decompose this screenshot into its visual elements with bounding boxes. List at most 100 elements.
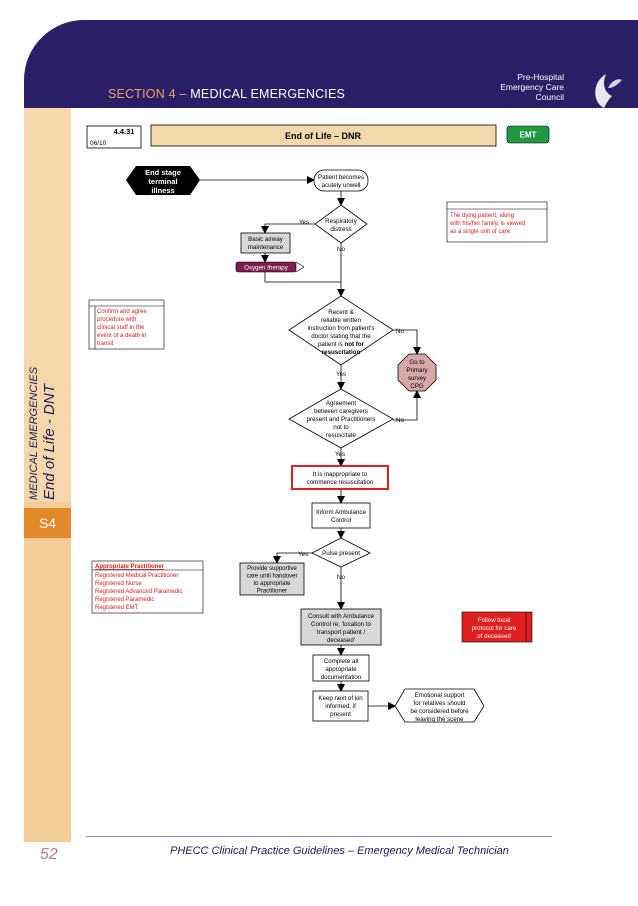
cpg-number-box: 4.4.31 06/10 xyxy=(86,125,142,149)
documentation-node: Complete all appropriate documentation xyxy=(312,654,370,682)
svg-text:Registered Nurse: Registered Nurse xyxy=(95,581,142,587)
svg-text:transport patient /: transport patient / xyxy=(317,629,365,636)
svg-text:deceased': deceased' xyxy=(327,637,355,644)
svg-text:informed, if: informed, if xyxy=(325,703,356,710)
svg-text:with his/her family, is viewed: with his/her family, is viewed xyxy=(449,221,525,227)
note-appropriate-practitioner: Appropriate Practitioner Registered Medi… xyxy=(91,560,204,614)
svg-text:Registered Medical Practitione: Registered Medical Practitioner xyxy=(95,573,178,579)
section-code-badge: S4 xyxy=(24,508,71,538)
inappropriate-resuscitation-node: It is inappropriate to commence resuscit… xyxy=(291,465,389,490)
svg-text:not to: not to xyxy=(333,424,349,431)
svg-text:Inform Ambulance: Inform Ambulance xyxy=(316,509,366,516)
svg-text:End stage: End stage xyxy=(145,168,181,177)
svg-text:Oxygen therapy: Oxygen therapy xyxy=(244,265,289,272)
svg-text:Follow local: Follow local xyxy=(478,617,510,624)
council-name: Pre-Hospital Emergency Care Council xyxy=(500,72,564,102)
svg-text:procedure with: procedure with xyxy=(97,317,136,323)
svg-text:Recent &: Recent & xyxy=(328,309,354,316)
basic-airway-node: Basic airway maintenance xyxy=(240,232,291,254)
svg-text:resuscitation: resuscitation xyxy=(322,349,361,356)
dnr-instruction-decision: Recent & reliable written instruction fr… xyxy=(288,295,394,366)
svg-text:Basic airway: Basic airway xyxy=(248,236,284,243)
page-header: SECTION 4 – MEDICAL EMERGENCIES Pre-Hosp… xyxy=(24,20,638,108)
footer-rule xyxy=(86,836,552,837)
svg-text:Registered EMT: Registered EMT xyxy=(95,605,139,611)
supportive-care-node: Provide supportive care until handover t… xyxy=(239,562,305,596)
svg-text:Provide supportive: Provide supportive xyxy=(247,566,297,572)
svg-text:transit: transit xyxy=(97,341,114,347)
svg-text:Emotional support: Emotional support xyxy=(415,692,465,699)
svg-text:Practitioner: Practitioner xyxy=(257,589,287,595)
svg-text:present and Practitioners: present and Practitioners xyxy=(307,416,376,423)
svg-text:Control: Control xyxy=(331,517,351,524)
svg-text:patient is not for: patient is not for xyxy=(318,341,365,348)
section-sidebar xyxy=(24,108,71,842)
svg-text:The dying patient, along: The dying patient, along xyxy=(450,213,514,219)
page-number: 52 xyxy=(40,846,58,863)
instruction-no-label: No xyxy=(396,328,404,335)
agreement-decision: Agreement between caregivers present and… xyxy=(288,388,394,449)
primary-survey-node: Go to Primary survey CPG xyxy=(397,353,437,392)
svg-text:resuscitate: resuscitate xyxy=(326,432,356,439)
title-bar xyxy=(150,124,497,147)
svg-text:doctor stating that the: doctor stating that the xyxy=(311,333,371,340)
svg-text:leaving the scene: leaving the scene xyxy=(415,716,464,723)
footer-text: PHECC Clinical Practice Guidelines – Eme… xyxy=(170,845,509,857)
next-of-kin-node: Keep next of kin informed, if present xyxy=(312,690,369,722)
svg-text:instruction from patient's: instruction from patient's xyxy=(308,325,375,332)
resp-yes-label: Yes xyxy=(299,219,309,226)
respiratory-distress-decision: Respiratory distress xyxy=(314,204,368,244)
svg-text:Appropriate Practitioner: Appropriate Practitioner xyxy=(95,564,165,570)
svg-text:terminal: terminal xyxy=(148,177,177,186)
svg-text:event of a death in: event of a death in xyxy=(97,333,146,339)
pulse-no-label: No xyxy=(337,574,345,581)
consult-control-node: Consult with Ambulance Control re; 'loca… xyxy=(300,608,382,646)
cpg-date: 06/10 xyxy=(90,140,107,147)
inform-control-node: Inform Ambulance Control xyxy=(311,502,371,529)
acutely-unwell-node: Patient becomes acutely unwell xyxy=(313,169,369,192)
svg-text:to appropriate: to appropriate xyxy=(253,581,291,587)
svg-text:Primary: Primary xyxy=(406,367,428,374)
emt-label: EMT xyxy=(520,131,537,140)
connectors xyxy=(200,176,421,710)
svg-text:present: present xyxy=(330,711,351,718)
svg-text:appropriate: appropriate xyxy=(325,666,357,673)
oxygen-therapy-node: Oxygen therapy xyxy=(235,261,305,273)
svg-text:maintenance: maintenance xyxy=(248,244,284,251)
pulse-present-decision: Pulse present xyxy=(311,537,371,568)
instruction-yes-label: Yes xyxy=(336,371,346,378)
emt-badge xyxy=(506,125,550,144)
svg-text:Registered Advanced Paramedic: Registered Advanced Paramedic xyxy=(95,589,182,595)
svg-text:protocol for care: protocol for care xyxy=(472,625,517,632)
svg-text:as a single unit of care: as a single unit of care xyxy=(450,229,511,235)
sidebar-top-band xyxy=(24,108,71,502)
svg-text:survey: survey xyxy=(408,375,427,382)
svg-text:Keep next of kin: Keep next of kin xyxy=(318,695,363,702)
pulse-yes-label: Yes xyxy=(298,551,308,558)
svg-text:be considered before: be considered before xyxy=(410,708,469,715)
svg-text:illness: illness xyxy=(151,186,174,195)
guideline-title: End of Life – DNR xyxy=(285,131,361,141)
svg-text:Control re; 'location to: Control re; 'location to xyxy=(311,621,372,628)
svg-text:reliable written: reliable written xyxy=(321,317,361,324)
svg-text:between caregivers: between caregivers xyxy=(314,408,368,415)
svg-text:documentation: documentation xyxy=(321,674,362,681)
svg-text:for relatives should: for relatives should xyxy=(414,700,466,707)
note-local-protocol: Follow local protocol for care of deceas… xyxy=(461,611,533,643)
svg-text:Registered Paramedic: Registered Paramedic xyxy=(95,597,154,603)
svg-text:of deceased: of deceased xyxy=(477,633,511,640)
svg-text:Agreement: Agreement xyxy=(326,400,357,407)
resp-no-label: No xyxy=(337,246,345,253)
section-heading: SECTION 4 – MEDICAL EMERGENCIES xyxy=(108,87,346,101)
svg-text:Respiratory: Respiratory xyxy=(325,218,358,225)
svg-text:Confirm and agree: Confirm and agree xyxy=(97,309,147,315)
agreement-no-label: No xyxy=(396,417,404,424)
note-confirm-procedure: Confirm and agree procedure with clinica… xyxy=(88,299,165,350)
svg-text:acutely unwell: acutely unwell xyxy=(322,182,361,189)
svg-text:clinical staff in the: clinical staff in the xyxy=(97,325,145,331)
svg-text:Pulse present: Pulse present xyxy=(322,550,360,557)
agreement-yes-label: Yes xyxy=(335,451,345,458)
svg-text:CPG: CPG xyxy=(410,383,424,390)
council-logo-icon xyxy=(595,74,622,108)
